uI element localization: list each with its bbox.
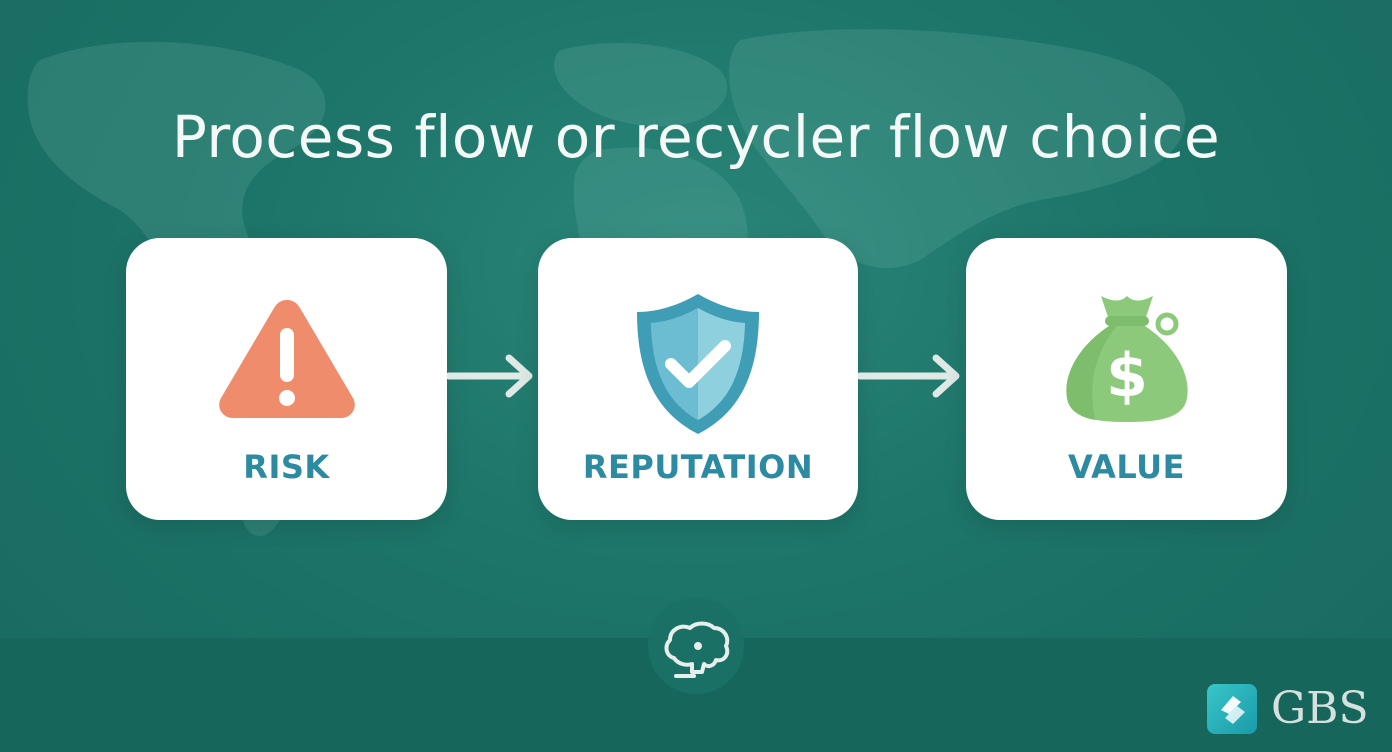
- step-card-risk: RISK: [126, 238, 447, 520]
- arrow-right-icon: [858, 354, 960, 398]
- step-label-reputation: REPUTATION: [582, 448, 814, 486]
- shield-check-icon: [637, 294, 759, 434]
- step-label-value: VALUE: [1068, 448, 1185, 486]
- arrow-right-icon: [447, 354, 533, 398]
- step-card-value: $ VALUE: [966, 238, 1287, 520]
- warning-triangle-icon: [218, 300, 355, 418]
- page-title: Process flow or recycler flow choice: [171, 103, 1221, 171]
- money-bag-icon: $: [1065, 296, 1188, 422]
- step-card-reputation: REPUTATION: [538, 238, 858, 520]
- gbs-logo: GBS: [1207, 684, 1369, 734]
- logo-text: GBS: [1271, 683, 1369, 734]
- brain-idea-icon: [664, 621, 730, 678]
- svg-text:$: $: [1106, 341, 1148, 411]
- step-label-risk: RISK: [243, 448, 330, 486]
- gbs-logo-icon: [1207, 684, 1257, 734]
